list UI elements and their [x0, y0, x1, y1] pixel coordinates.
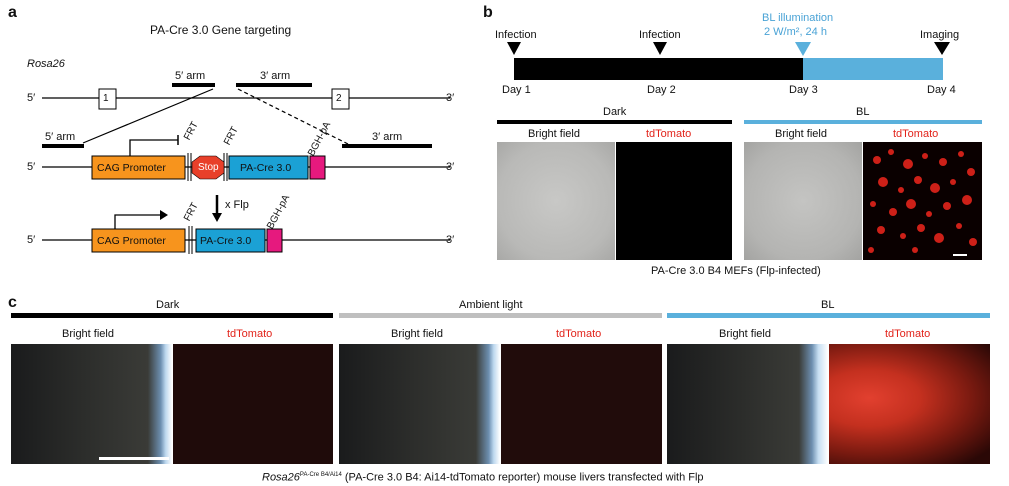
imaging-marker: [934, 42, 950, 55]
bl-dose-label: 2 W/m², 24 h: [764, 26, 827, 38]
bl-condition-label-c: BL: [821, 299, 835, 311]
locus-label: Rosa26: [27, 58, 65, 70]
pa-cre-label: PA-Cre 3.0: [240, 162, 292, 174]
liver-tdtomato-ambient-image: [501, 344, 662, 464]
five-prime-row3: 5′: [27, 234, 36, 246]
bgh-pa-box-recombined: [266, 228, 283, 253]
crossover-line-3: [237, 88, 353, 147]
dark-condition-label-b: Dark: [603, 106, 627, 118]
cag-promoter-box-recombined: [91, 228, 186, 253]
five-prime-row2: 5′: [27, 161, 36, 173]
stop-label: Stop: [198, 162, 219, 173]
mef-bright-field-bl-image: [744, 142, 862, 260]
infection-marker-1: [507, 42, 521, 55]
exon-2-box: [331, 88, 350, 110]
bl-illumination-label: BL illumination: [762, 12, 834, 24]
tdtomato-label-c2: tdTomato: [556, 328, 602, 340]
exon-2-label: 2: [336, 93, 342, 104]
pa-cre-label-recombined: PA-Cre 3.0: [200, 235, 252, 247]
tdtomato-label-c3: tdTomato: [885, 328, 931, 340]
cag-promoter-box: [91, 155, 186, 180]
promoter-arrow-blunt: [129, 139, 178, 156]
ambient-condition-label: Ambient light: [459, 299, 523, 311]
caption-rosa26: Rosa26: [262, 471, 300, 484]
panel-c-letter: c: [8, 294, 17, 311]
panel-b-letter: b: [483, 4, 493, 21]
mef-tdtomato-dark-image: [616, 142, 732, 260]
day1-label: Day 1: [502, 84, 531, 96]
three-arm-label-top: 3′ arm: [260, 70, 291, 82]
tdtomato-label-b2: tdTomato: [893, 128, 939, 140]
three-prime-row1: 3′: [446, 92, 455, 104]
day2-label: Day 2: [647, 84, 676, 96]
timeline-dark-bar: [514, 58, 803, 80]
caption-superscript: PA-Cre B4/Ai14: [299, 472, 342, 478]
three-arm-label-construct: 3′ arm: [372, 131, 403, 143]
three-prime-row3: 3′: [446, 234, 455, 246]
pa-cre-box-construct: [228, 155, 309, 180]
stop-octagon: [191, 155, 225, 180]
mef-tdtomato-bl-image: [863, 142, 982, 260]
infection-label-2: Infection: [639, 29, 681, 41]
panel-c-caption: Rosa26PA-Cre B4/Ai14 (PA-Cre 3.0 B4: Ai1…: [262, 469, 704, 484]
caption-rest: (PA-Cre 3.0 B4: Ai14-tdTomato reporter) …: [341, 471, 704, 484]
cag-promoter-label: CAG Promoter: [97, 162, 166, 174]
five-arm-label-top: 5′ arm: [175, 70, 206, 82]
bgh-pa-box-construct: [309, 155, 326, 180]
bright-field-label-c1: Bright field: [62, 328, 114, 340]
exon-1-box: [98, 88, 117, 110]
mef-bright-field-dark-image: [497, 142, 615, 260]
ambient-condition-bar: [339, 313, 662, 318]
bl-marker: [795, 42, 811, 56]
day3-label: Day 3: [789, 84, 818, 96]
cag-promoter-label-recombined: CAG Promoter: [97, 235, 166, 247]
crossover-line-5: [82, 88, 214, 144]
imaging-label: Imaging: [920, 29, 960, 41]
promoter-arrow-active: [114, 214, 162, 229]
panel-a-title: PA-Cre 3.0 Gene targeting: [150, 23, 292, 37]
scale-bar-b: [953, 254, 967, 256]
timeline-bl-bar: [803, 58, 943, 80]
bright-field-label-c3: Bright field: [719, 328, 771, 340]
dark-condition-label-c: Dark: [156, 299, 180, 311]
bright-field-label-b2: Bright field: [775, 128, 827, 140]
liver-bright-field-bl-image: [667, 344, 828, 464]
bright-field-label-c2: Bright field: [391, 328, 443, 340]
dark-condition-bar-b: [497, 120, 732, 124]
panel-b-caption: PA-Cre 3.0 B4 MEFs (Flp-infected): [651, 265, 821, 277]
scale-bar-c: [99, 457, 169, 460]
infection-marker-2: [653, 42, 667, 55]
flp-label: x Flp: [225, 199, 249, 211]
exon-1-label: 1: [103, 93, 109, 104]
bl-condition-bar-b: [744, 120, 982, 124]
timeline-diagram: [507, 42, 950, 80]
bright-field-label-b1: Bright field: [528, 128, 580, 140]
gene-targeting-diagram: [42, 83, 450, 254]
bl-condition-bar-c: [667, 313, 990, 318]
panel-a-letter: a: [8, 4, 17, 21]
five-arm-label-construct: 5′ arm: [45, 131, 76, 143]
liver-tdtomato-bl-image: [829, 344, 990, 464]
liver-bright-field-ambient-image: [339, 344, 500, 464]
dark-condition-bar-c: [11, 313, 333, 318]
day4-label: Day 4: [927, 84, 956, 96]
infection-label-1: Infection: [495, 29, 537, 41]
tdtomato-label-c1: tdTomato: [227, 328, 273, 340]
bl-condition-label-b: BL: [856, 106, 870, 118]
pa-cre-box-recombined: [195, 228, 266, 253]
liver-tdtomato-dark-image: [173, 344, 333, 464]
three-prime-row2: 3′: [446, 161, 455, 173]
flp-arrow-head: [212, 213, 222, 222]
liver-bright-field-dark-image: [11, 344, 172, 464]
five-prime-row1: 5′: [27, 92, 36, 104]
tdtomato-label-b1: tdTomato: [646, 128, 692, 140]
